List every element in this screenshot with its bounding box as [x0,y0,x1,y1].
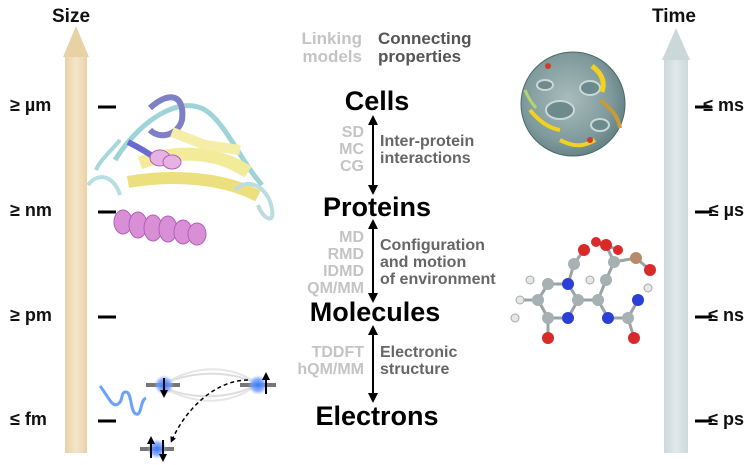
size-axis-bar [63,26,89,453]
property-item: Configuration [380,237,485,254]
protein-structure-image [86,94,275,246]
property-item: Electronic [380,344,458,361]
time-tick-ps-label: ≤ ps [708,409,744,429]
size-tick-um: ≥ µm [10,95,52,115]
level-proteins: Proteins [322,192,432,222]
header-props-line2: properties [378,47,462,66]
time-tick-ns-label: ≤ ns [708,305,744,325]
size-tick-nm: ≥ nm [10,200,52,220]
level-electrons: Electrons [315,401,439,431]
methods-proteins-molecules: MD RMD IDMD QM/MM [286,229,364,297]
property-item: interactions [380,150,471,167]
methods-cells-proteins: SD MC CG [300,124,364,175]
method-item: IDMD [323,263,364,280]
header-models-line1: Linking [301,29,362,48]
method-item: MD [339,229,364,246]
molecule-image [510,237,656,344]
time-tick-ms-label: ≤ ms [703,95,744,115]
header-props-line1: Connecting [378,29,472,48]
size-axis-ticks [98,105,116,423]
header-connecting-properties: Connecting properties [378,30,472,66]
method-item: MC [339,141,364,158]
property-item: and motion [380,254,467,271]
method-item: CG [340,158,364,175]
time-axis-ticks [695,105,712,423]
time-tick-us-label: ≤ µs [708,200,744,220]
header-linking-models: Linking models [280,30,362,66]
properties-molecules-electrons: Electronic structure [380,344,457,378]
properties-proteins-molecules: Configuration and motion of environment [380,237,496,288]
size-tick-pm: ≥ pm [10,305,52,325]
properties-cells-proteins: Inter-protein interactions [380,133,474,167]
level-cells: Cells [344,86,410,116]
method-item: TDDFT [311,344,364,361]
size-tick-fm: ≤ fm [10,409,47,429]
header-models-line2: models [302,47,362,66]
property-item: of environment [380,271,496,288]
method-item: hQM/MM [297,361,364,378]
level-molecules: Molecules [309,297,441,327]
cell-image [520,51,626,157]
property-item: structure [380,361,450,378]
property-item: Inter-protein [380,133,475,150]
method-item: QM/MM [307,280,364,297]
method-item: SD [341,124,364,141]
time-axis-bar [662,28,690,453]
method-item: RMD [327,246,364,263]
size-axis-title: Size [52,6,91,27]
electron-transition-image [98,368,276,462]
methods-molecules-electrons: TDDFT hQM/MM [286,344,364,378]
time-axis-title: Time [652,6,697,27]
